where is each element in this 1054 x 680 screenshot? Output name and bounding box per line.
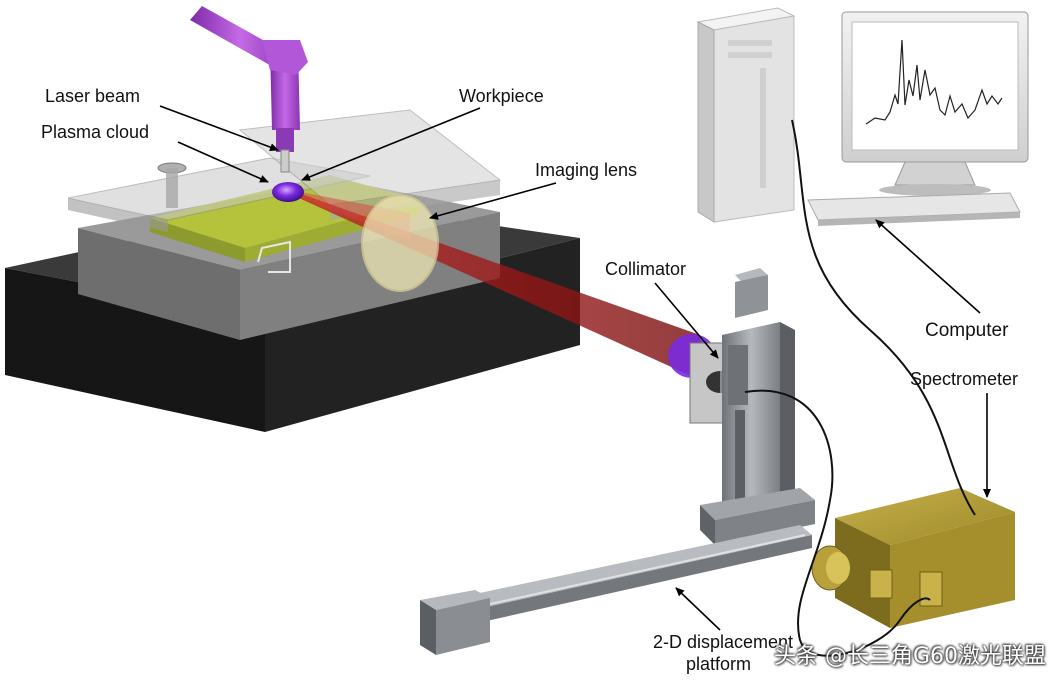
spectrometer-box [811, 488, 1015, 628]
computer-monitor [841, 11, 1029, 196]
vertical-stage-column [700, 268, 815, 545]
laser-head [190, 6, 308, 173]
label-platform-line2: platform [686, 654, 752, 674]
label-plasma-cloud: Plasma cloud [41, 122, 150, 142]
label-spectrometer: Spectrometer [910, 369, 1019, 389]
label-laser-beam: Laser beam [45, 86, 141, 106]
label-collimator: Collimator [605, 259, 687, 279]
label-imaging-lens: Imaging lens [535, 160, 638, 180]
spectrum-trace [865, 39, 1003, 125]
pointer-arrows [159, 105, 991, 631]
label-computer: Computer [925, 320, 1009, 341]
clamp-plates [67, 109, 502, 273]
plasma-cloud-shape [272, 182, 304, 202]
watermark-text: 头条 @长三角G60激光联盟 [773, 644, 1046, 669]
cables [744, 119, 976, 657]
computer-tower [696, 7, 796, 223]
label-platform-line1: 2-D displacement [653, 632, 794, 652]
imaging-lens-disc [361, 194, 439, 292]
label-workpiece: Workpiece [459, 86, 544, 106]
horizontal-rail [420, 525, 812, 655]
computer-keyboard [807, 192, 1021, 226]
